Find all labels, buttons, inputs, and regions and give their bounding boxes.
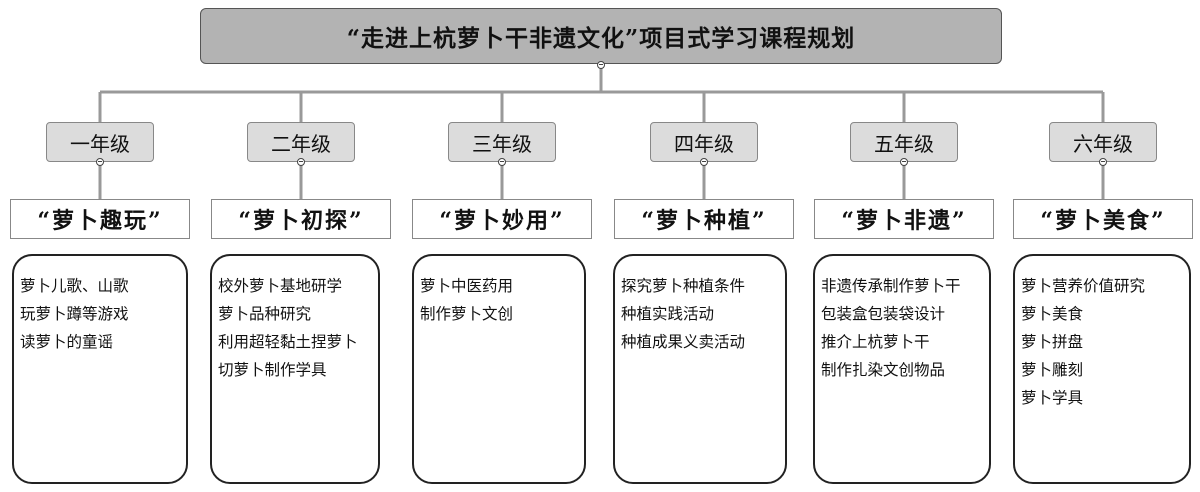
grade-node: 四年级 xyxy=(650,122,758,162)
grade-collapse-knob[interactable] xyxy=(96,158,104,166)
activity-card: 萝卜中医药用制作萝卜文创 xyxy=(412,254,586,484)
activity-item: 萝卜雕刻 xyxy=(1021,361,1084,379)
activity-card: 非遗传承制作萝卜干包装盒包装袋设计推介上杭萝卜干制作扎染文创物品 xyxy=(813,254,991,484)
grade-node: 六年级 xyxy=(1049,122,1157,162)
theme-label: “萝卜美食” xyxy=(1013,199,1193,239)
activity-item: 萝卜美食 xyxy=(1021,305,1084,323)
grade-collapse-knob[interactable] xyxy=(1099,158,1107,166)
activity-item: 探究萝卜种植条件 xyxy=(621,277,746,295)
theme-label: “萝卜趣玩” xyxy=(10,199,190,239)
grade-node: 二年级 xyxy=(247,122,355,162)
activity-item: 萝卜品种研究 xyxy=(218,305,312,323)
grade-collapse-knob[interactable] xyxy=(498,158,506,166)
activity-card: 萝卜营养价值研究萝卜美食萝卜拼盘萝卜雕刻萝卜学具 xyxy=(1013,254,1191,484)
grade-node: 一年级 xyxy=(46,122,154,162)
activity-item: 读萝卜的童谣 xyxy=(20,333,114,351)
theme-label: “萝卜种植” xyxy=(614,199,794,239)
activity-item: 萝卜营养价值研究 xyxy=(1021,277,1146,295)
grade-collapse-knob[interactable] xyxy=(900,158,908,166)
activity-item: 种植成果义卖活动 xyxy=(621,333,746,351)
activity-item: 利用超轻黏土捏萝卜 xyxy=(218,333,358,351)
activity-item: 包装盒包装袋设计 xyxy=(821,305,946,323)
grade-collapse-knob[interactable] xyxy=(700,158,708,166)
activity-item: 非遗传承制作萝卜干 xyxy=(821,277,961,295)
activity-item: 萝卜儿歌、山歌 xyxy=(20,277,129,295)
activity-item: 制作扎染文创物品 xyxy=(821,361,946,379)
activity-item: 萝卜拼盘 xyxy=(1021,333,1084,351)
theme-label: “萝卜妙用” xyxy=(412,199,592,239)
activity-card: 萝卜儿歌、山歌玩萝卜蹲等游戏读萝卜的童谣 xyxy=(12,254,188,484)
activity-item: 种植实践活动 xyxy=(621,305,715,323)
activity-item: 萝卜学具 xyxy=(1021,389,1084,407)
activity-card: 探究萝卜种植条件种植实践活动种植成果义卖活动 xyxy=(613,254,787,484)
activity-card: 校外萝卜基地研学萝卜品种研究利用超轻黏土捏萝卜切萝卜制作学具 xyxy=(210,254,380,484)
theme-label: “萝卜初探” xyxy=(211,199,391,239)
grade-collapse-knob[interactable] xyxy=(297,158,305,166)
root-title: “走进上杭萝卜干非遗文化”项目式学习课程规划 xyxy=(200,8,1002,64)
activity-item: 切萝卜制作学具 xyxy=(218,361,327,379)
grade-node: 五年级 xyxy=(850,122,958,162)
grade-node: 三年级 xyxy=(448,122,556,162)
activity-item: 推介上杭萝卜干 xyxy=(821,333,930,351)
activity-item: 萝卜中医药用 xyxy=(420,277,514,295)
activity-item: 玩萝卜蹲等游戏 xyxy=(20,305,129,323)
activity-item: 制作萝卜文创 xyxy=(420,305,514,323)
theme-label: “萝卜非遗” xyxy=(814,199,994,239)
root-collapse-knob[interactable] xyxy=(597,61,605,69)
activity-item: 校外萝卜基地研学 xyxy=(218,277,343,295)
